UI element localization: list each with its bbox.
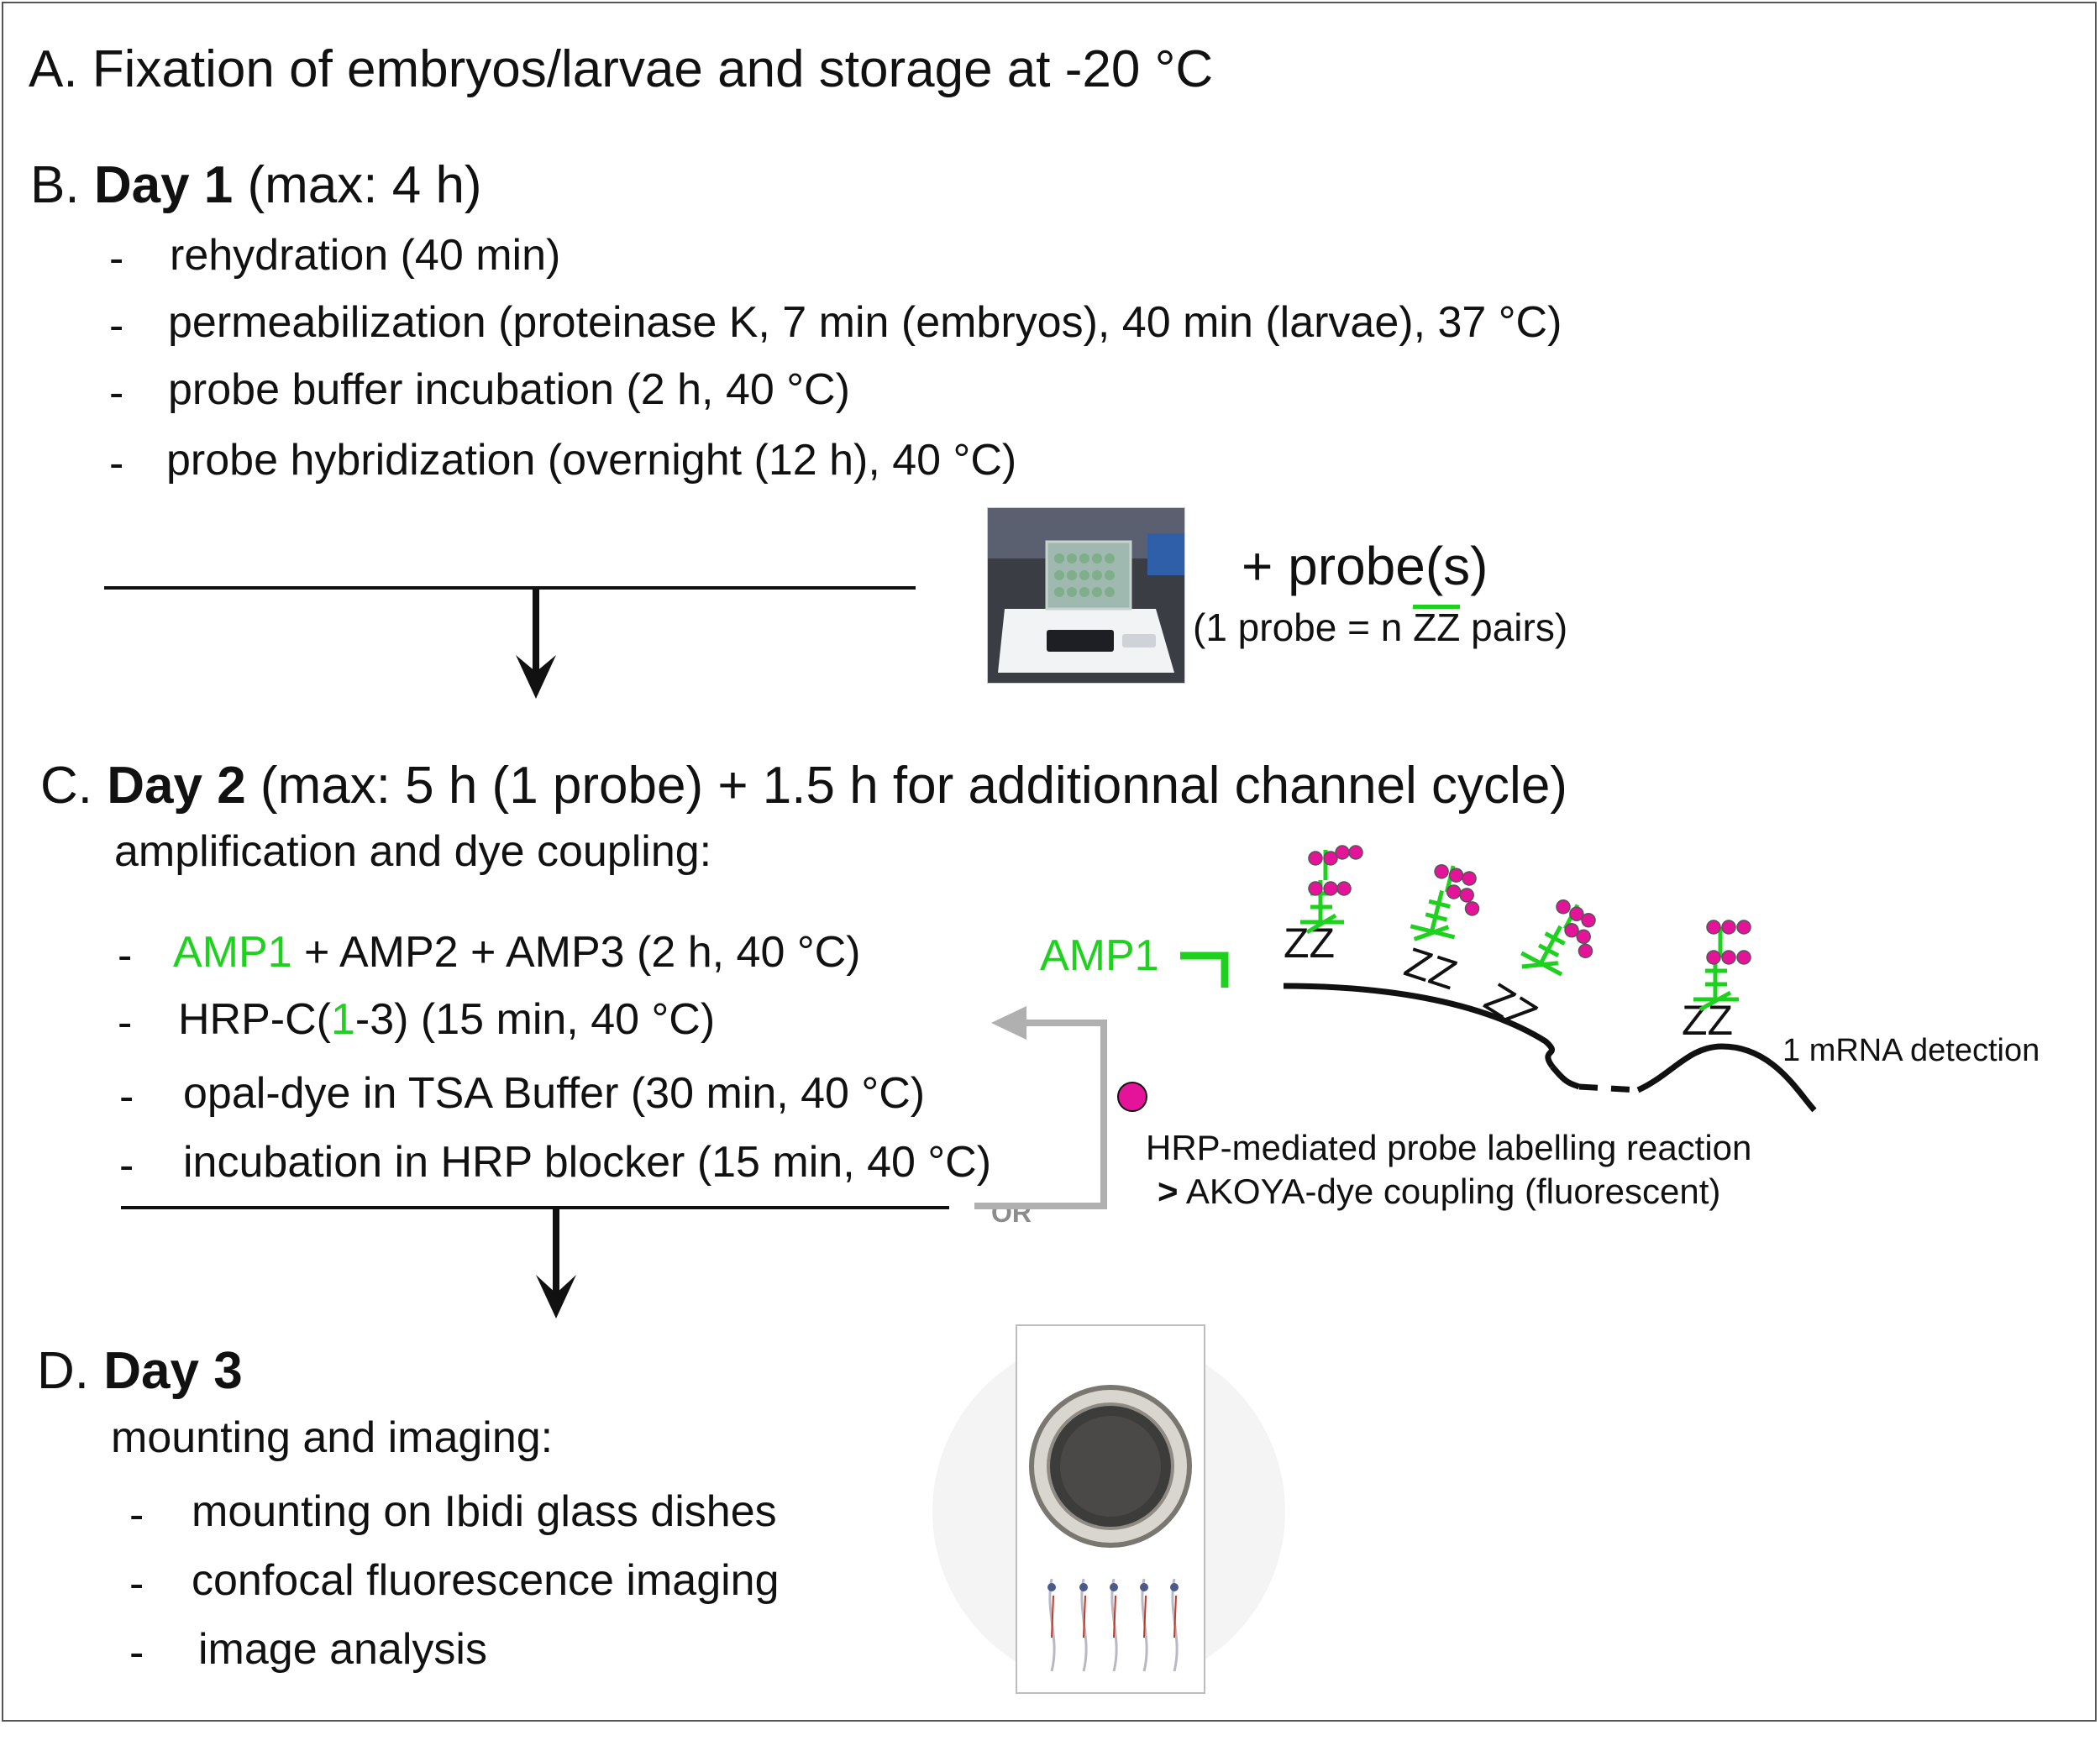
c-step-amp-rest: + AMP2 + AMP3 (2 h, 40 °C) [291, 928, 861, 977]
c-step-hrp-prefix: HRP-C( [178, 995, 331, 1044]
mrna-strand-mid [1550, 1064, 1581, 1090]
c-step-amp: AMP1 + AMP2 + AMP3 (2 h, 40 °C) [173, 931, 861, 974]
probe-tree-4 [1693, 920, 1751, 1012]
bullet: - [109, 439, 124, 488]
d-step-mounting: mounting on Ibidi glass dishes [192, 1487, 777, 1536]
b-step-probe-buffer: probe buffer incubation (2 h, 40 °C) [168, 365, 850, 414]
probe-label: + probe(s) [1242, 536, 1488, 596]
b-down-arrow-head [516, 655, 556, 699]
reaction-text: AKOYA-dye coupling (fluorescent) [1185, 1172, 1721, 1211]
c-step-blocker: incubation in HRP blocker (15 min, 40 °C… [183, 1138, 992, 1187]
bullet: - [129, 1628, 144, 1677]
probe-tree-2 [1410, 864, 1480, 941]
reaction-line2: > AKOYA-dye coupling (fluorescent) [1158, 1174, 1720, 1209]
bullet: - [119, 1141, 134, 1190]
probe-note-suffix: pairs) [1460, 606, 1568, 649]
bullet: - [109, 369, 124, 417]
section-a-title: A. Fixation of embryos/larvae and storag… [29, 40, 1214, 98]
bullet: - [118, 931, 133, 980]
section-d-day: Day 3 [103, 1342, 243, 1400]
section-b-heading: B. Day 1 (max: 4 h) [30, 160, 482, 212]
section-c-note: (max: 5 h (1 probe) + 1.5 h for addition… [260, 757, 1567, 815]
c-step-amp1: AMP1 [173, 928, 292, 977]
mrna-strand-left [1283, 983, 1555, 1069]
bullet: - [118, 999, 133, 1047]
ibidi-dish-photo [932, 1324, 1285, 1694]
amp1-diagram-label: AMP1 [1040, 931, 1159, 980]
reaction-marker: > [1158, 1172, 1179, 1211]
probe-note: (1 probe = n ZZ pairs) [1193, 605, 1568, 649]
section-d-subtitle: mounting and imaging: [111, 1413, 554, 1462]
c-down-arrow-head [536, 1275, 576, 1318]
mrna-label: 1 mRNA detection [1782, 1033, 2040, 1068]
section-c-letter: C. [40, 757, 92, 815]
bullet: - [129, 1491, 144, 1539]
loop-back-arrowhead [991, 1006, 1026, 1040]
section-b-day: Day 1 [93, 156, 234, 214]
b-step-rehydration: rehydration (40 min) [170, 231, 561, 280]
reaction-line1: HRP-mediated probe labelling reaction [1146, 1128, 1752, 1167]
bullet: - [129, 1560, 144, 1608]
bullet: - [109, 234, 124, 283]
probe-note-zz: ZZ [1413, 605, 1461, 649]
amp1-connector [1180, 952, 1229, 988]
mrna-strand-right [1636, 1043, 1817, 1113]
bullet: - [119, 1072, 134, 1121]
section-b-note: (max: 4 h) [247, 156, 482, 214]
figure-frame [2, 2, 2097, 1722]
probe-tree-3 [1520, 899, 1596, 977]
section-d-letter: D. [37, 1342, 89, 1400]
incubator-illustration [988, 508, 1184, 683]
bullet: - [109, 301, 124, 350]
c-step-opal: opal-dye in TSA Buffer (30 min, 40 °C) [183, 1069, 926, 1118]
d-step-confocal: confocal fluorescence imaging [192, 1556, 780, 1605]
section-c-heading: C. Day 2 (max: 5 h (1 probe) + 1.5 h for… [40, 760, 1567, 812]
incubator-photo [987, 507, 1185, 684]
loop-back-arrow [974, 1020, 1107, 1209]
d-step-analysis: image analysis [198, 1625, 487, 1674]
c-step-hrp-one: 1 [330, 995, 355, 1044]
c-step-hrp: HRP-C(1-3) (15 min, 40 °C) [178, 998, 715, 1041]
probe-note-prefix: (1 probe = n [1193, 606, 1414, 649]
zz-green-bar [1413, 605, 1461, 609]
c-step-hrp-suffix: -3) (15 min, 40 °C) [354, 995, 716, 1044]
mrna-strand-gap [1578, 1083, 1639, 1093]
dye-dot [1117, 1082, 1147, 1112]
section-c-subtitle: amplification and dye coupling: [114, 827, 712, 876]
section-d-heading: D. Day 3 [37, 1345, 243, 1397]
b-step-hybridization: probe hybridization (overnight (12 h), 4… [166, 436, 1017, 485]
probe-tree-1 [1300, 845, 1363, 935]
b-step-permeabilization: permeabilization (proteinase K, 7 min (e… [168, 298, 1562, 347]
section-b-letter: B. [30, 156, 80, 214]
section-c-day: Day 2 [107, 757, 246, 815]
